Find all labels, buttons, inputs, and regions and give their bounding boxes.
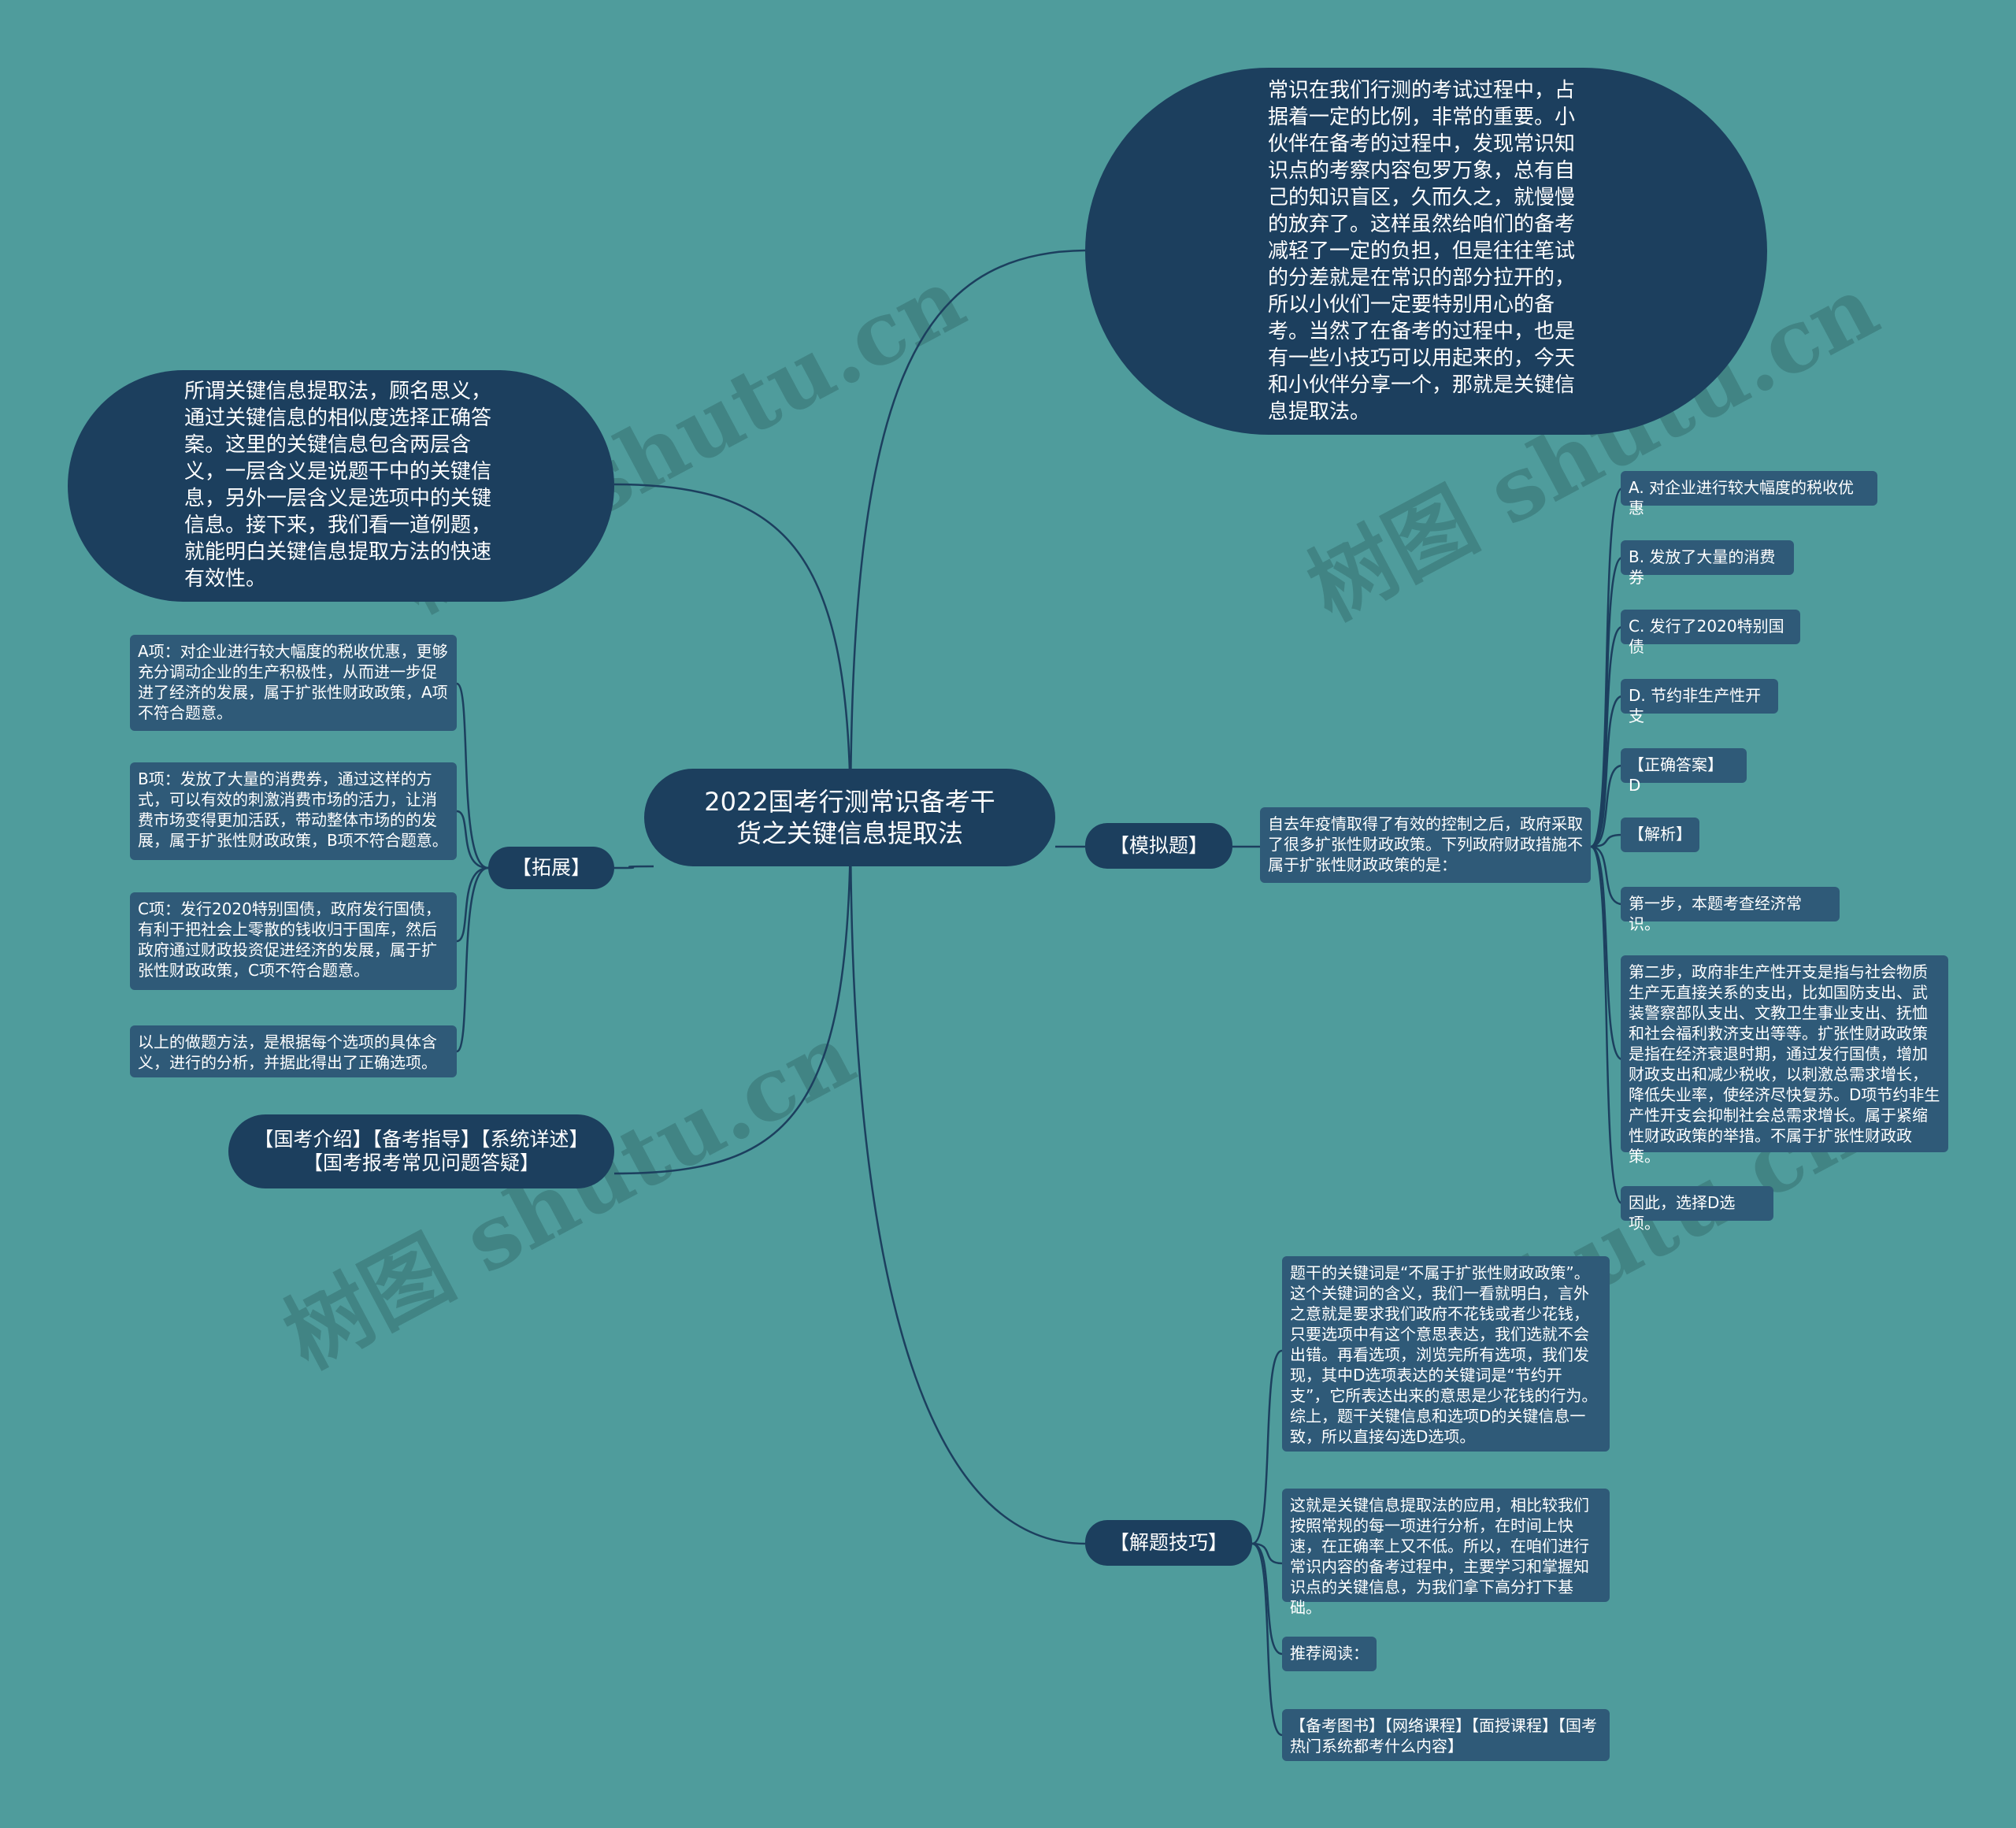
- root-topic-label: 2022国考行测常识备考干货之关键信息提取法: [704, 787, 995, 848]
- expand-item: A项：对企业进行较大幅度的税收优惠，更够充分调动企业的生产积极性，从而进一步促进…: [130, 635, 457, 731]
- mock-step-two: 第二步，政府非生产性开支是指与社会物质生产无直接关系的支出，比如国防支出、武装警…: [1621, 955, 1948, 1166]
- mock-option-a: A. 对企业进行较大幅度的税收优惠: [1621, 471, 1877, 517]
- branch-tips: 【解题技巧】: [1085, 1520, 1252, 1566]
- branch-expand: 【拓展】: [488, 847, 614, 889]
- tips-item: 这就是关键信息提取法的应用，相比较我们按照常规的每一项进行分析，在时间上快速，在…: [1282, 1489, 1610, 1617]
- mock-option-b: B. 发放了大量的消费券: [1621, 540, 1794, 587]
- intro-top-text: 常识在我们行测的考试过程中，占据着一定的比例，非常的重要。小伙伴在备考的过程中，…: [1268, 79, 1576, 424]
- branch-tips-label: 【解题技巧】: [1109, 1531, 1228, 1554]
- tips-item: 题干的关键词是“不属于扩张性财政政策”。这个关键词的含义，我们一看就明白，言外之…: [1282, 1256, 1610, 1452]
- mock-conclusion: 因此，选择D选项。: [1621, 1186, 1773, 1233]
- root-topic: 2022国考行测常识备考干货之关键信息提取法: [644, 769, 1055, 866]
- expand-item: 以上的做题方法，是根据每个选项的具体含义，进行的分析，并据此得出了正确选项。: [130, 1025, 457, 1077]
- expand-item: C项：发行2020特别国债，政府发行国债，有利于把社会上零散的钱收归于国库，然后…: [130, 892, 457, 990]
- branch-mock: 【模拟题】: [1085, 823, 1232, 869]
- mock-analysis-label: 【解析】: [1621, 818, 1699, 852]
- tips-links[interactable]: 【备考图书】【网络课程】【面授课程】【国考热门系统都考什么内容】: [1282, 1709, 1610, 1761]
- mock-option-d: D. 节约非生产性开支: [1621, 679, 1778, 725]
- expand-item: B项：发放了大量的消费券，通过这样的方式，可以有效的刺激消费市场的活力，让消费市…: [130, 762, 457, 860]
- intro-left-bubble: 所谓关键信息提取法，顾名思义，通过关键信息的相似度选择正确答案。这里的关键信息包…: [68, 370, 614, 602]
- mock-answer: 【正确答案】 D: [1621, 748, 1747, 795]
- branch-links-label[interactable]: 【国考介绍】【备考指导】【系统详述】【国考报考常见问题答疑】: [254, 1128, 589, 1174]
- intro-top-bubble: 常识在我们行测的考试过程中，占据着一定的比例，非常的重要。小伙伴在备考的过程中，…: [1085, 68, 1767, 435]
- mock-step-one: 第一步，本题考查经济常识。: [1621, 887, 1840, 933]
- mock-option-c: C. 发行了2020特别国债: [1621, 610, 1800, 656]
- branch-expand-label: 【拓展】: [511, 856, 591, 879]
- mock-question: 自去年疫情取得了有效的控制之后，政府采取了很多扩张性财政政策。下列政府财政措施不…: [1260, 807, 1591, 883]
- tips-recommend: 推荐阅读：: [1282, 1637, 1377, 1671]
- branch-mock-label: 【模拟题】: [1109, 834, 1208, 857]
- branch-links[interactable]: 【国考介绍】【备考指导】【系统详述】【国考报考常见问题答疑】: [228, 1114, 614, 1188]
- intro-left-text: 所谓关键信息提取法，顾名思义，通过关键信息的相似度选择正确答案。这里的关键信息包…: [184, 380, 492, 591]
